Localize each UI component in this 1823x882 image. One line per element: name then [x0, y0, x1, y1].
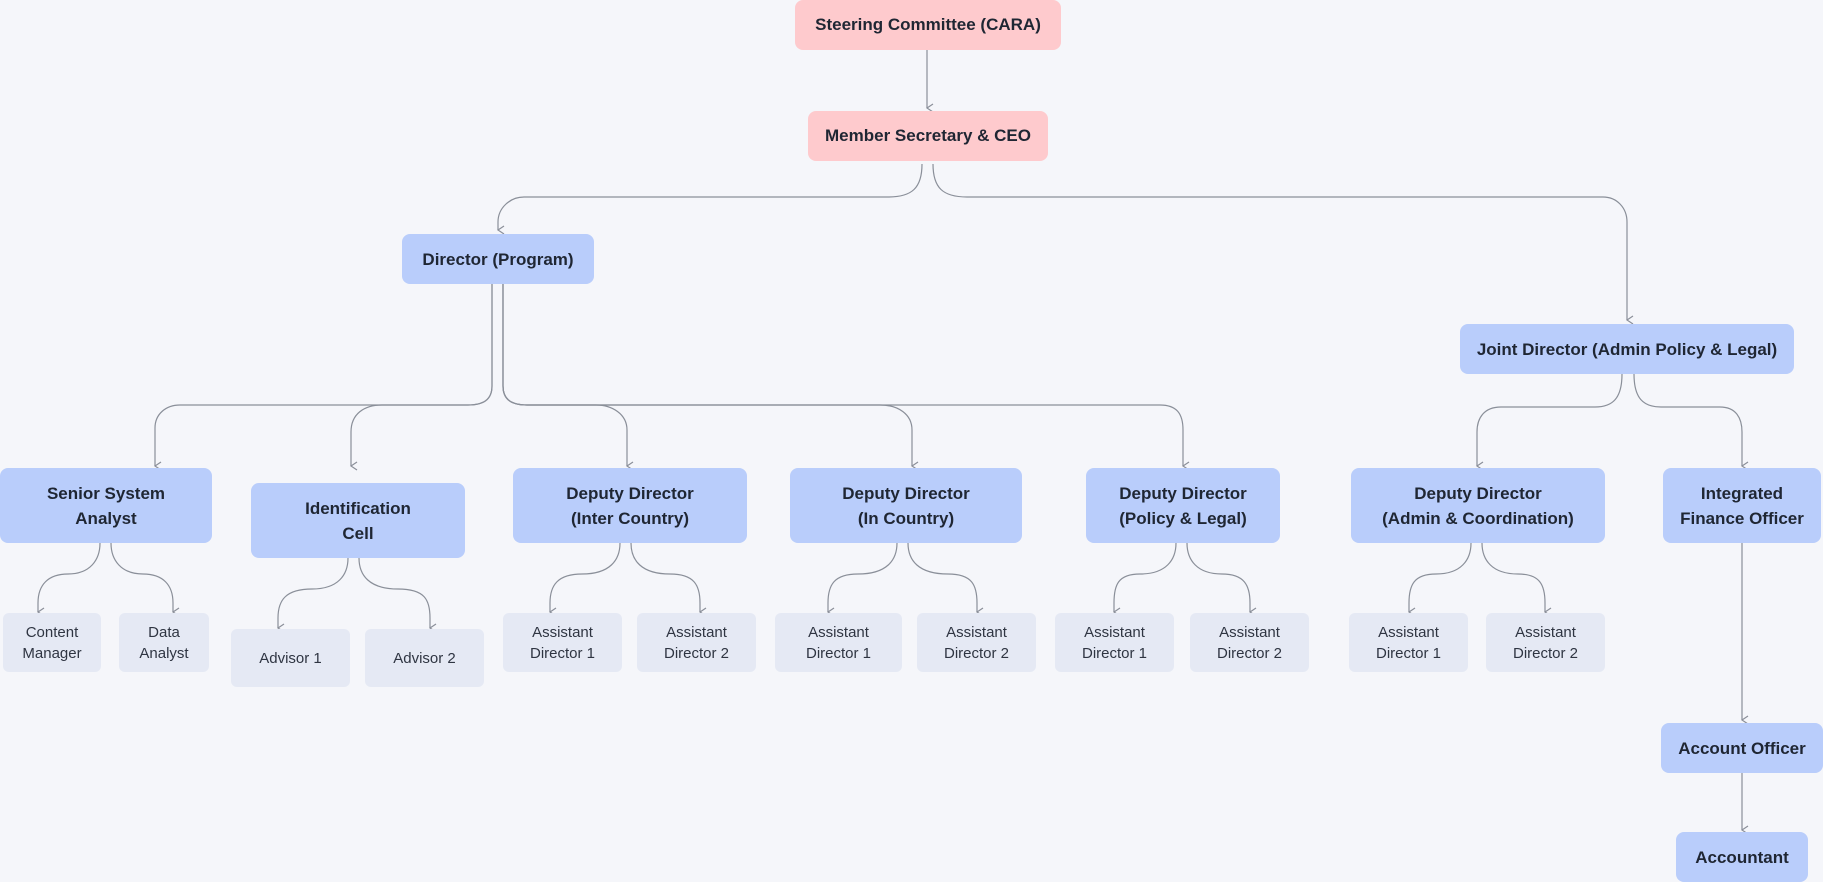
connector-ceo-to-director-program	[498, 163, 923, 230]
node-content-manager: Content Manager	[3, 613, 101, 672]
node-member-secretary-ceo: Member Secretary & CEO	[808, 111, 1048, 161]
connector-ddpl-to-ad2	[1186, 542, 1250, 612]
connector-joint-director-to-finance-officer	[1633, 373, 1742, 466]
node-dd-policy-legal: Deputy Director (Policy & Legal)	[1086, 468, 1280, 543]
node-joint-director: Joint Director (Admin Policy & Legal)	[1460, 324, 1794, 374]
node-policy-legal-assistant-director-2: Assistant Director 2	[1190, 613, 1309, 672]
connector-director-to-senior-system-analyst	[155, 284, 493, 466]
connector-ddic-to-ad1	[550, 542, 621, 612]
node-dd-in-country: Deputy Director (In Country)	[790, 468, 1022, 543]
connector-ddpl-to-ad1	[1114, 542, 1177, 612]
connector-ddac-to-ad1	[1409, 542, 1472, 612]
connector-director-to-dd-inter-country	[502, 284, 627, 466]
connector-ssa-to-data-analyst	[110, 542, 173, 612]
connector-director-to-identification-cell	[351, 284, 493, 466]
node-admin-coord-assistant-director-2: Assistant Director 2	[1486, 613, 1605, 672]
node-accountant: Accountant	[1676, 832, 1808, 882]
connector-ddic-to-ad2	[630, 542, 700, 612]
node-advisor-1: Advisor 1	[231, 629, 350, 687]
node-in-country-assistant-director-2: Assistant Director 2	[917, 613, 1036, 672]
connector-ceo-to-joint-director	[932, 163, 1627, 320]
node-admin-coord-assistant-director-1: Assistant Director 1	[1349, 613, 1468, 672]
node-integrated-finance-officer: Integrated Finance Officer	[1663, 468, 1821, 543]
node-steering-committee: Steering Committee (CARA)	[795, 0, 1061, 50]
node-senior-system-analyst: Senior System Analyst	[0, 468, 212, 543]
node-policy-legal-assistant-director-1: Assistant Director 1	[1055, 613, 1174, 672]
connector-ddac-to-ad2	[1481, 542, 1545, 612]
node-identification-cell: Identification Cell	[251, 483, 465, 558]
connector-idcell-to-advisor2	[358, 557, 430, 628]
node-data-analyst: Data Analyst	[119, 613, 209, 672]
node-account-officer: Account Officer	[1661, 723, 1823, 773]
connector-joint-director-to-dd-admin	[1477, 373, 1623, 466]
connector-director-to-dd-policy-legal	[502, 284, 1183, 466]
node-dd-inter-country: Deputy Director (Inter Country)	[513, 468, 747, 543]
node-dd-admin-coordination: Deputy Director (Admin & Coordination)	[1351, 468, 1605, 543]
connector-idcell-to-advisor1	[278, 557, 349, 628]
connector-director-to-dd-in-country	[502, 284, 912, 466]
node-inter-country-assistant-director-1: Assistant Director 1	[503, 613, 622, 672]
node-in-country-assistant-director-1: Assistant Director 1	[775, 613, 902, 672]
node-director-program: Director (Program)	[402, 234, 594, 284]
node-inter-country-assistant-director-2: Assistant Director 2	[637, 613, 756, 672]
connector-ddinc-to-ad1	[828, 542, 898, 612]
connector-ssa-to-content-manager	[38, 542, 101, 612]
node-advisor-2: Advisor 2	[365, 629, 484, 687]
connector-ddinc-to-ad2	[907, 542, 977, 612]
